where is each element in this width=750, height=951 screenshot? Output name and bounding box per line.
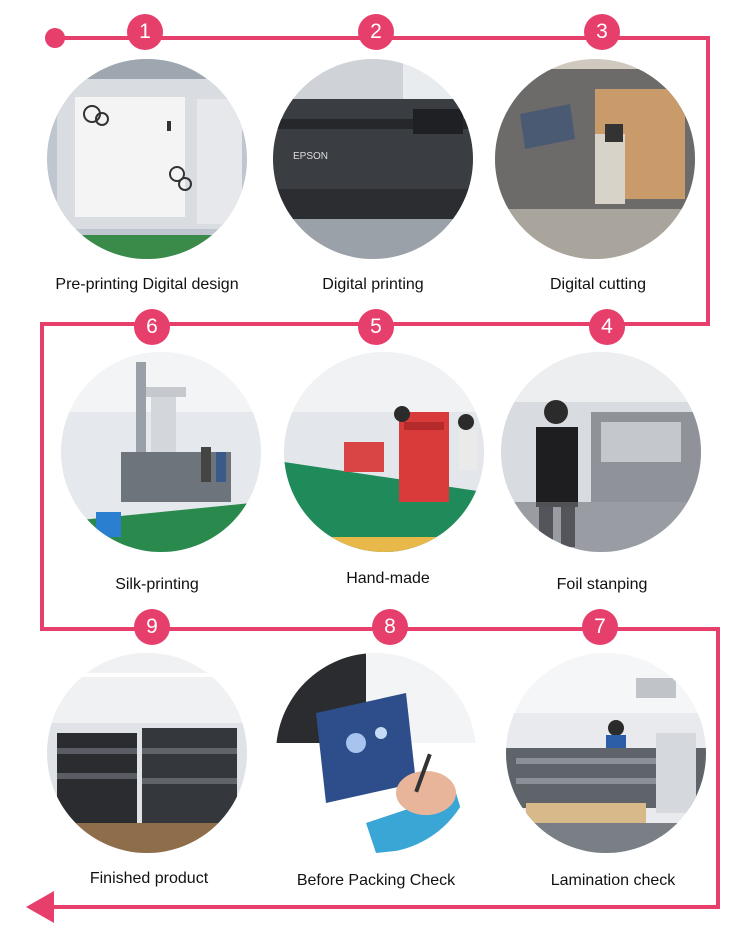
step-1-number-badge: 1 (127, 14, 163, 50)
step-9-photo-wrapped-pallets-icon (47, 653, 247, 853)
step-2-number-badge: 2 (358, 14, 394, 50)
step-2-label: Digital printing (322, 276, 424, 293)
step-8-photo-box-inspection-icon (276, 653, 476, 853)
step-2-photo-large-format-printer-icon: EPSON (273, 59, 473, 259)
step-1-label: Pre-printing Digital design (55, 276, 239, 293)
step-5-number-badge: 5 (358, 309, 394, 345)
step-7-label: Lamination check (550, 872, 676, 889)
step-5-photo-assembly-line-icon (284, 352, 484, 552)
flow-path (40, 36, 720, 909)
step-1-photo-computer-monitor-icon (47, 59, 247, 259)
step-6-photo-silk-printing-machine-icon (61, 352, 261, 552)
step-9-label: Finished product (89, 870, 209, 887)
step-6-number-badge: 6 (134, 309, 170, 345)
step-3-number-badge: 3 (584, 14, 620, 50)
step-4-number-badge: 4 (589, 309, 625, 345)
step-9-number-badge: 9 (134, 609, 170, 645)
svg-text:EPSON: EPSON (293, 151, 328, 162)
step-6-label: Silk-printing (115, 576, 199, 593)
flow-end-arrow (26, 891, 54, 923)
step-4-label: Foil stanping (556, 576, 648, 593)
step-4-photo-foil-stamping-machine-icon (501, 352, 701, 552)
step-3-label: Digital cutting (549, 276, 647, 293)
step-5-label: Hand-made (346, 570, 430, 587)
step-8-label: Before Packing Check (296, 872, 456, 889)
step-8-number-badge: 8 (372, 609, 408, 645)
step-3-photo-cutting-plotter-icon (495, 59, 695, 259)
step-7-number-badge: 7 (582, 609, 618, 645)
step-7-photo-lamination-machine-icon (506, 653, 706, 853)
